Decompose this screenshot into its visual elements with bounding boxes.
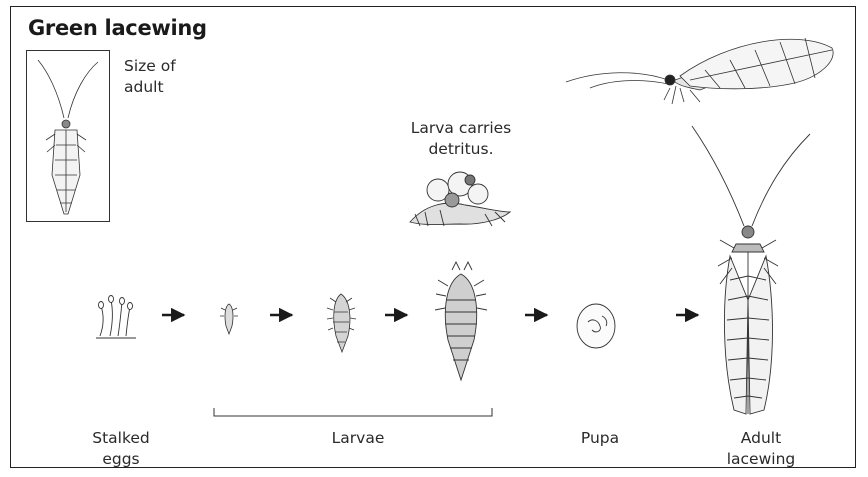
larvae-bracket (214, 408, 492, 416)
larva-with-detritus-icon (410, 172, 510, 226)
larva-small-icon (220, 304, 238, 334)
larva-large-icon (435, 262, 487, 380)
pupa-cocoon-icon (577, 304, 615, 348)
inset-adult-lacewing-icon (38, 60, 98, 214)
flying-lacewing-icon (566, 38, 833, 104)
adult-lacewing-icon (692, 126, 810, 414)
larva-medium-icon (327, 294, 356, 352)
stalked-eggs-icon (96, 296, 136, 339)
